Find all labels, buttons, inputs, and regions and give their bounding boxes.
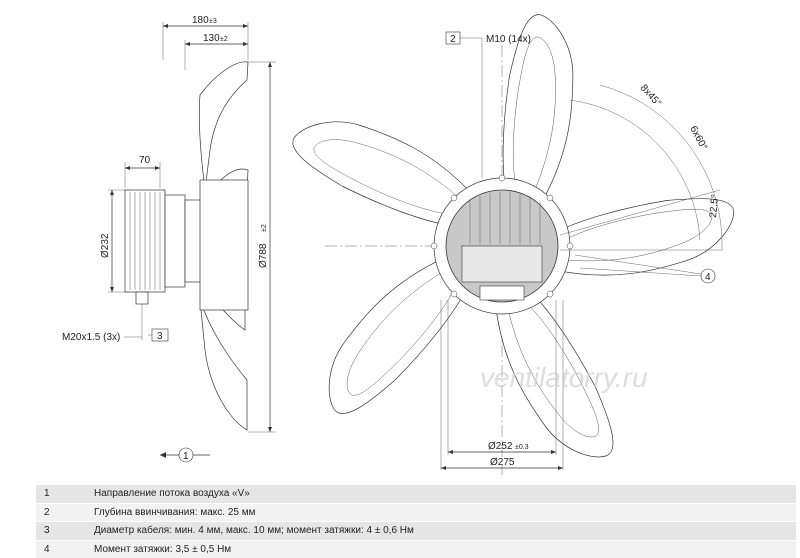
motor-fins	[129, 192, 161, 290]
dim-fan-dia-tol: ±2	[261, 224, 268, 232]
legend-number: 1	[36, 484, 88, 503]
side-view: 180 ±3 130 ±2 70 Ø232	[62, 15, 276, 463]
legend-row: 1 Направление потока воздуха «V»	[36, 484, 796, 503]
dim-angle-6x60: 6x60°	[687, 124, 709, 152]
legend-row: 4 Момент затяжки: 3,5 ± 0,5 Нм	[36, 539, 796, 558]
dim-motor-dia: Ø232	[100, 233, 111, 258]
dim-width-total-tol: ±3	[209, 18, 217, 25]
legend-number: 3	[36, 521, 88, 540]
legend-row: 2 Глубина ввинчивания: макс. 25 мм	[36, 502, 796, 522]
blade-side-profile	[198, 61, 249, 191]
dim-fan-dia: Ø788	[258, 243, 269, 268]
dim-angle-22-5: 22.5°	[708, 194, 721, 218]
fan-blades	[292, 14, 735, 458]
legend-text: Диаметр кабеля: мин. 4 мм, макс. 10 мм; …	[88, 521, 796, 540]
legend-text: Момент затяжки: 3,5 ± 0,5 Нм	[88, 539, 796, 558]
dim-angle-8x45: 8x45°	[638, 83, 663, 109]
legend-text: Глубина ввинчивания: макс. 25 мм	[88, 502, 796, 522]
terminal-box	[461, 245, 543, 283]
front-view: 2 M10 (14x) 8x45° 6x60° 22.5° 4 Ø252 ±0.…	[292, 14, 735, 475]
mounting-holes	[430, 174, 574, 298]
legend-table: 1 Направление потока воздуха «V» 2 Глуби…	[36, 484, 796, 558]
dim-width-inner-tol: ±2	[220, 36, 228, 43]
callout-2-label: 2	[450, 34, 456, 45]
dim-bolt-circle-275: Ø275	[490, 457, 515, 468]
callout-1-label: 1	[183, 451, 189, 462]
dim-motor-depth: 70	[139, 155, 151, 166]
legend-number: 4	[36, 539, 88, 558]
legend-number: 2	[36, 502, 88, 522]
hub-ribs	[469, 192, 541, 244]
dim-cable-gland: M20x1.5 (3x)	[62, 332, 120, 343]
cable-glands-front	[479, 285, 525, 301]
callout-4-label: 4	[705, 272, 711, 283]
dim-thread: M10 (14x)	[486, 34, 531, 45]
legend-text: Направление потока воздуха «V»	[88, 484, 796, 503]
watermark: ventilatorry.ru	[480, 362, 648, 393]
dim-bolt-circle-252: Ø252	[488, 441, 513, 452]
callout-3-label: 3	[157, 331, 163, 342]
cable-gland	[135, 291, 149, 305]
dim-width-inner: 130	[203, 33, 220, 44]
dim-width-total: 180	[192, 15, 209, 26]
legend-row: 3 Диаметр кабеля: мин. 4 мм, макс. 10 мм…	[36, 521, 796, 540]
technical-drawing: 180 ±3 130 ±2 70 Ø232	[62, 14, 735, 475]
callout-1	[178, 447, 194, 463]
dim-bolt-circle-252-tol: ±0.3	[515, 444, 529, 451]
